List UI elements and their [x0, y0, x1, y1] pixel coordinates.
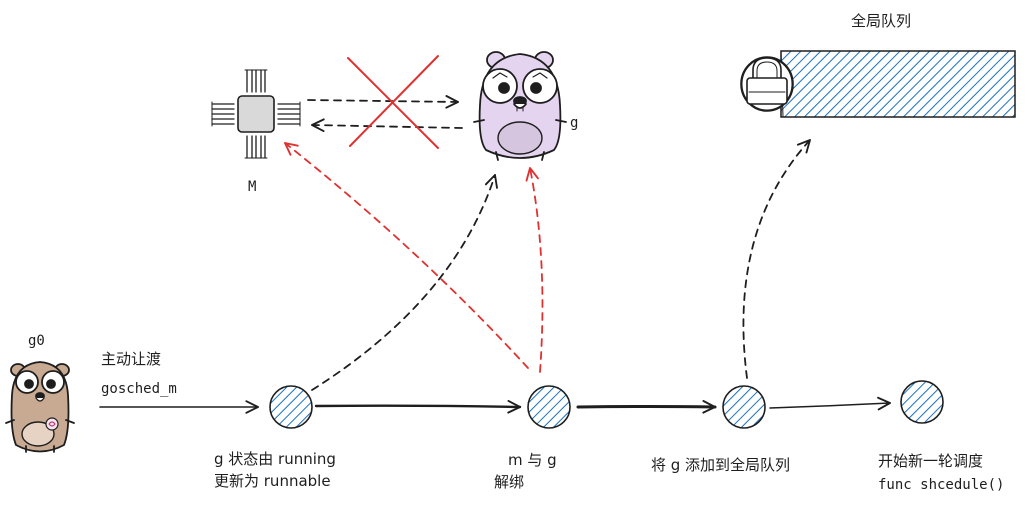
g0-label: g0 — [28, 333, 45, 349]
step1-line1: g 状态由 running — [214, 450, 336, 468]
global-queue-label: 全局队列 — [851, 12, 912, 30]
gopher-g-icon — [473, 51, 567, 161]
step2-line1: m 与 g — [508, 451, 557, 469]
cpu-chip-icon — [211, 69, 301, 159]
m-label: M — [248, 179, 257, 195]
state-node-2 — [527, 385, 571, 429]
dashed-red-arrows — [284, 142, 544, 373]
global-queue — [780, 50, 1016, 118]
timeline-arrows — [99, 396, 891, 414]
state-node-3 — [722, 385, 766, 429]
timeline-state-nodes — [269, 380, 944, 429]
state-node-4 — [900, 380, 944, 424]
gopher-g0-icon — [5, 361, 75, 453]
state-node-1 — [269, 385, 313, 429]
dashed-black-arrows — [311, 139, 811, 391]
step2-line2: 解绑 — [494, 473, 525, 491]
unbind-cross-mark — [347, 55, 439, 149]
step1-line2: 更新为 runnable — [214, 472, 331, 490]
lock-icon — [740, 56, 794, 112]
gosched-label: gosched_m — [101, 381, 177, 397]
step3-label: 将 g 添加到全局队列 — [651, 456, 791, 474]
step4-line2: func shcedule() — [878, 477, 1005, 493]
step4-line1: 开始新一轮调度 — [878, 452, 984, 470]
g-label: g — [570, 115, 579, 131]
voluntary-yield-label: 主动让渡 — [101, 350, 162, 368]
m-g-binding-arrows — [307, 95, 463, 132]
